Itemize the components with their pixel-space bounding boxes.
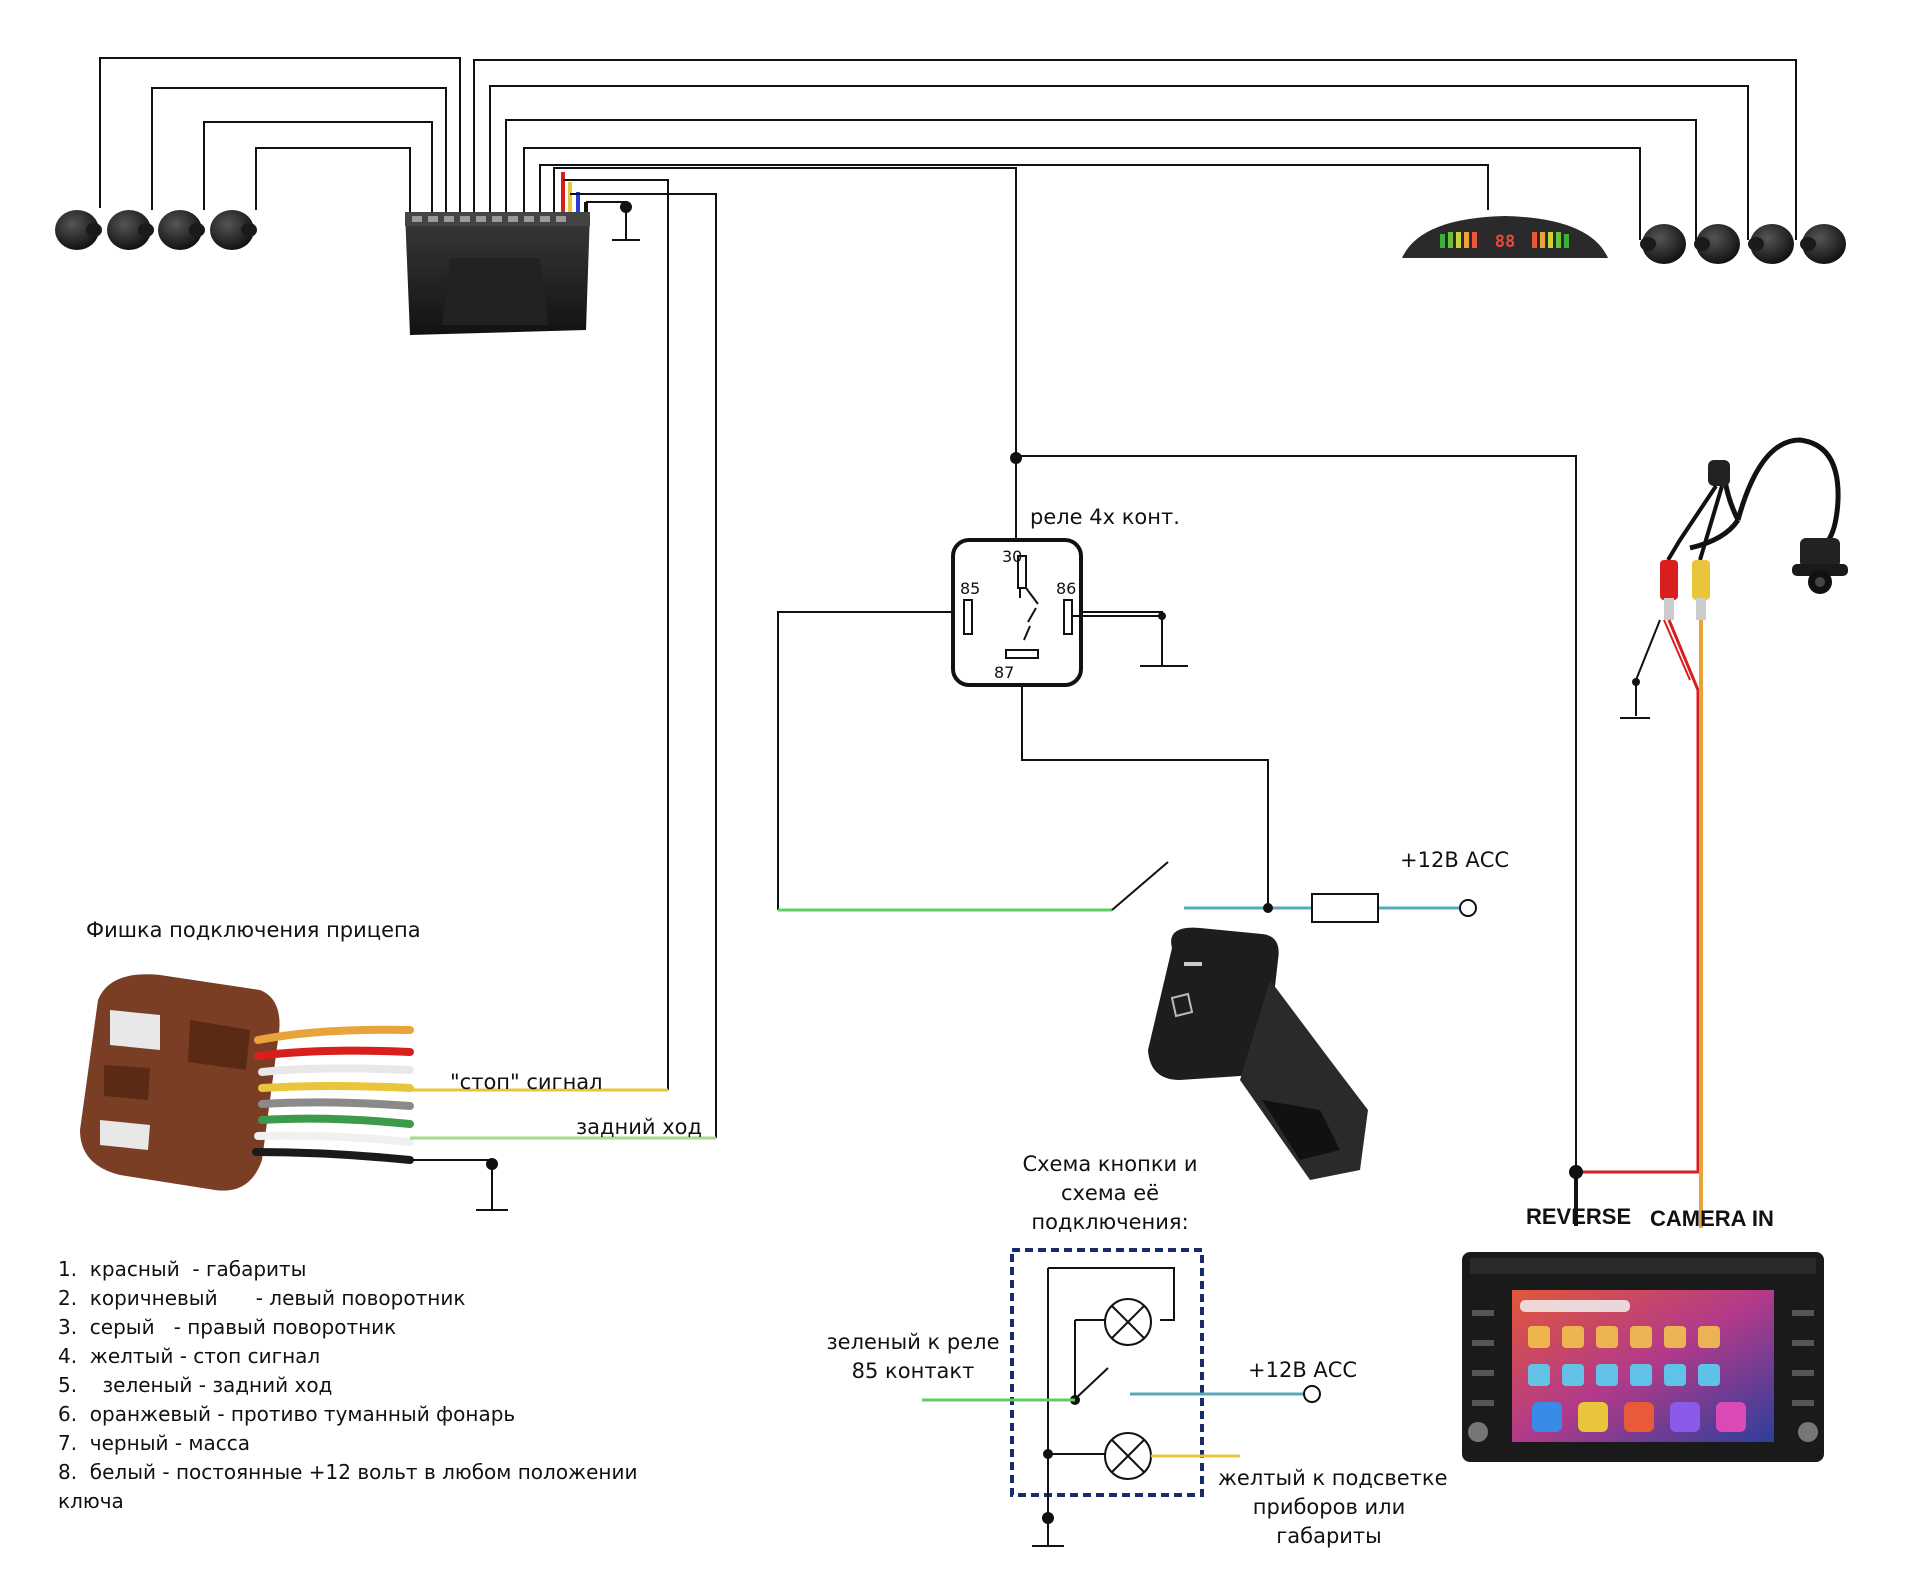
button-scheme-wires: [1032, 1267, 1175, 1547]
relay-title: реле 4х конт.: [1030, 505, 1180, 529]
reverse-wire-label: задний ход: [576, 1115, 703, 1139]
lamp-icon: [1104, 1432, 1152, 1480]
rca-connector-icon: [1660, 460, 1730, 620]
display-digits: 88: [1495, 232, 1515, 252]
relay-pin-87-label: 87: [994, 663, 1014, 682]
junction-dot: [1043, 1449, 1053, 1459]
trailer-wire-bundle: [252, 1025, 414, 1164]
wire-color-legend: 1. красный - габариты 2. коричневый - ле…: [58, 1255, 637, 1516]
green-to-relay-line: зеленый к реле: [826, 1330, 1000, 1354]
parking-sensor-icon: [107, 210, 154, 250]
car-head-unit-icon: [1462, 1252, 1824, 1462]
rear-camera-icon: [1792, 538, 1848, 594]
junction-dot: [1632, 678, 1640, 686]
camera-wires: [1578, 619, 1703, 1228]
relay-icon: [951, 538, 1083, 687]
legend-tail: ключа: [58, 1489, 124, 1513]
button-scheme-external-wires: [922, 1392, 1304, 1458]
led-display-icon: 88: [1402, 216, 1608, 258]
legend-item: 5. зеленый - задний ход: [58, 1373, 333, 1397]
legend-item: 6. оранжевый - противо туманный фонарь: [58, 1402, 516, 1426]
fuse-icon: [1311, 893, 1379, 923]
parking-sensor-icon: [210, 210, 257, 250]
acc-terminal-icon: [1303, 1385, 1321, 1403]
junction-dot: [1263, 903, 1273, 913]
trailer-output-wires: [410, 1088, 716, 1211]
control-unit-ground: [586, 201, 640, 241]
button-scheme-title-line: подключения:: [1031, 1210, 1189, 1234]
junction-dot: [1569, 1165, 1583, 1179]
trailer-title: Фишка подключения прицепа: [86, 918, 421, 942]
acc-label-top: +12В АСС: [1400, 848, 1510, 872]
button-scheme-title-line: Схема кнопки и: [1022, 1152, 1198, 1176]
parking-sensor-icon: [158, 210, 205, 250]
right-sensor-wires: [473, 59, 1797, 456]
relay-pin-85-label: 85: [960, 579, 980, 598]
yellow-note-line: желтый к подсветке: [1218, 1466, 1448, 1490]
legend-item: 8. белый - постоянные +12 вольт в любом …: [58, 1460, 638, 1484]
parking-sensor-icon: [55, 210, 102, 250]
junction-dot: [1010, 452, 1022, 464]
legend-item: 3. серый - правый поворотник: [58, 1315, 397, 1339]
relay-wires: [777, 455, 1577, 1176]
switch-button-icon: [1148, 927, 1368, 1180]
green-to-relay-line: 85 контакт: [851, 1359, 975, 1383]
trailer-connector-icon: [80, 974, 280, 1191]
switch-circuit: [778, 861, 1460, 912]
acc-label-bottom: +12В АСС: [1248, 1358, 1358, 1382]
acc-terminal-icon: [1459, 899, 1477, 917]
parking-sensor-icon: [1800, 224, 1846, 264]
legend-item: 1. красный - габариты: [58, 1257, 307, 1281]
button-scheme-frame: [1010, 1248, 1204, 1497]
camera-in-label: CAMERA IN: [1650, 1206, 1774, 1231]
legend-item: 7. черный - масса: [58, 1431, 251, 1455]
green-to-relay-label: зеленый к реле 85 контакт: [818, 1328, 1008, 1386]
lamp-icon: [1104, 1298, 1152, 1346]
junction-dot: [486, 1158, 498, 1170]
stop-signal-label: "стоп" сигнал: [450, 1070, 603, 1094]
legend-item: 2. коричневый - левый поворотник: [58, 1286, 466, 1310]
parking-sensor-icon: [1748, 224, 1794, 264]
left-sensor-wires: [99, 57, 461, 215]
yellow-note-line: габариты: [1276, 1524, 1382, 1548]
relay-pin-86-label: 86: [1056, 579, 1076, 598]
parking-control-unit-icon: [405, 212, 590, 335]
legend-item: 4. желтый - стоп сигнал: [58, 1344, 321, 1368]
yellow-note: желтый к подсветке приборов или габариты: [1218, 1464, 1448, 1551]
parking-sensor-icon: [1694, 224, 1740, 264]
reverse-label: REVERSE: [1526, 1204, 1632, 1229]
parking-sensor-icon: [1640, 224, 1686, 264]
button-scheme-title-line: схема её: [1060, 1181, 1160, 1205]
junction-dot: [1042, 1512, 1054, 1524]
relay-pin-30-label: 30: [1002, 547, 1022, 566]
yellow-note-line: приборов или: [1252, 1495, 1406, 1519]
button-scheme-title: Схема кнопки и схема её подключения:: [1010, 1150, 1210, 1237]
trailer-signal-long-wires: [563, 179, 717, 1138]
